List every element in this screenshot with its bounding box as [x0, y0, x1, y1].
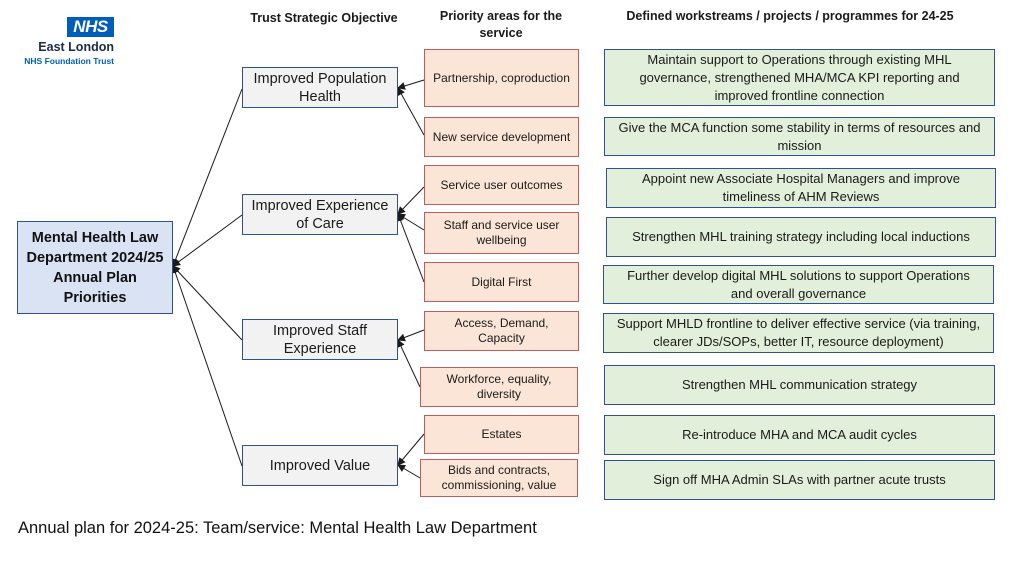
connector-root-obj3: [172, 265, 243, 341]
priority-wellbeing: Staff and service user wellbeing: [424, 212, 579, 254]
workstream-5: Further develop digital MHL solutions to…: [603, 265, 994, 304]
objective-value: Improved Value: [242, 445, 398, 486]
connector-root-obj4: [171, 265, 243, 467]
workstream-1: Maintain support to Operations through e…: [604, 49, 995, 106]
priority-partnership: Partnership, coproduction: [424, 49, 579, 107]
priority-new-service: New service development: [424, 117, 579, 157]
org-name: East London: [38, 40, 114, 54]
objective-experience-of-care: Improved Experience of Care: [242, 194, 398, 235]
connector-obj1-pri2: [397, 87, 425, 136]
priority-estates: Estates: [424, 415, 579, 454]
root-box: Mental Health Law Department 2024/25 Ann…: [17, 221, 173, 314]
workstream-9: Sign off MHA Admin SLAs with partner acu…: [604, 460, 995, 500]
connector-obj3-pri6: [397, 329, 425, 342]
workstream-4: Strengthen MHL training strategy includi…: [606, 217, 996, 257]
workstream-3: Appoint new Associate Hospital Managers …: [606, 168, 996, 208]
nhs-badge: NHS: [67, 17, 114, 37]
workstream-6: Support MHLD frontline to deliver effect…: [603, 313, 994, 353]
objective-staff-experience: Improved Staff Experience: [242, 319, 398, 360]
connector-obj4-pri8: [397, 433, 425, 466]
priority-digital-first: Digital First: [424, 262, 579, 302]
connector-obj4-pri9: [397, 464, 421, 479]
objective-population-health: Improved Population Health: [242, 67, 398, 108]
header-objective: Trust Strategic Objective: [250, 11, 398, 25]
org-subtitle: NHS Foundation Trust: [24, 56, 114, 66]
priority-bids-contracts: Bids and contracts, commissioning, value: [420, 459, 578, 497]
priority-service-user-outcomes: Service user outcomes: [424, 165, 579, 205]
header-priority: Priority areas for the service: [439, 9, 563, 40]
connector-obj3-pri7: [397, 339, 421, 388]
connector-root-obj1: [171, 88, 243, 267]
header-workstreams: Defined workstreams / projects / program…: [626, 9, 954, 23]
workstream-8: Re-introduce MHA and MCA audit cycles: [604, 415, 995, 455]
workstream-2: Give the MCA function some stability in …: [604, 117, 995, 156]
workstream-7: Strengthen MHL communication strategy: [604, 365, 995, 405]
connector-obj2-pri4: [397, 213, 425, 231]
caption: Annual plan for 2024-25: Team/service: M…: [18, 519, 537, 537]
connector-root-obj2: [172, 214, 243, 267]
connector-obj1-pri1: [397, 79, 425, 90]
connector-obj2-pri3: [397, 186, 425, 215]
nhs-logo: NHS East London NHS Foundation Trust: [20, 15, 120, 67]
priority-workforce: Workforce, equality, diversity: [420, 367, 578, 407]
priority-access-demand: Access, Demand, Capacity: [424, 311, 579, 351]
connector-obj2-pri5: [396, 213, 425, 283]
